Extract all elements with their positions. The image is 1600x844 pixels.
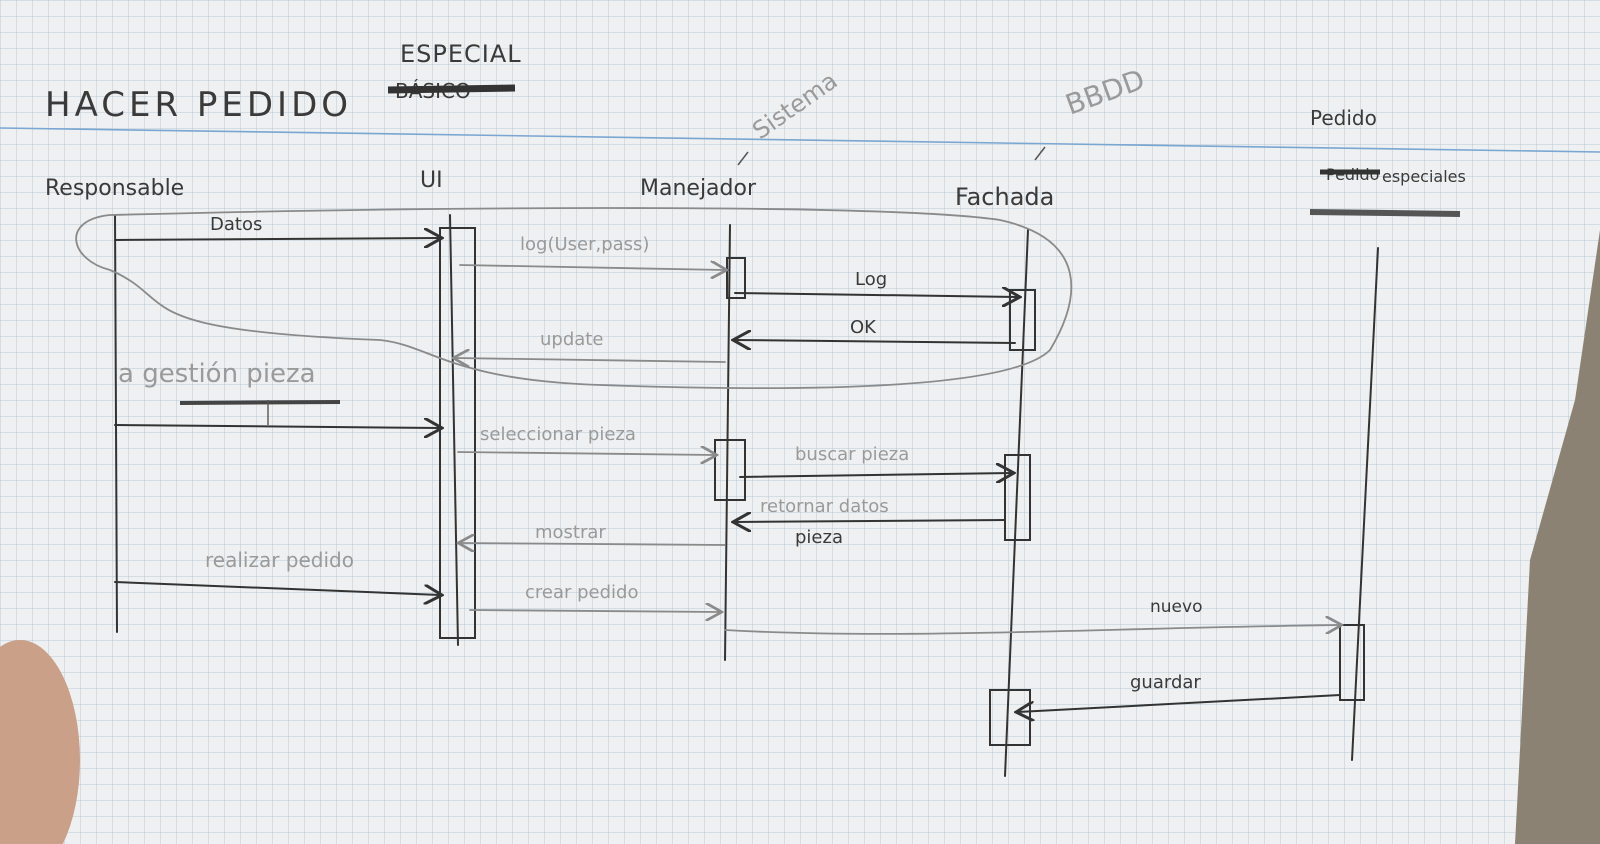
msg-nuevo-label: nuevo bbox=[1150, 597, 1202, 617]
msg-buscar-pieza-label: buscar pieza bbox=[795, 444, 909, 465]
lifeline-ui-line bbox=[449, 214, 459, 646]
title-variant: ESPECIAL bbox=[400, 40, 522, 68]
msg-retornar-pieza-label: pieza bbox=[795, 527, 843, 548]
msg-gestion-crossed bbox=[179, 400, 341, 425]
lifeline-pedido: Pedido bbox=[1310, 106, 1377, 130]
msg-log-userpass-label: log(User,pass) bbox=[520, 234, 649, 255]
msg-selecciona-pieza-arrow bbox=[457, 452, 715, 455]
lifeline-ui: UI bbox=[420, 168, 443, 193]
msg-guardar-label: guardar bbox=[1130, 672, 1201, 693]
diagram-title: HACER PEDIDO bbox=[45, 85, 352, 125]
msg-nuevo-arrow bbox=[724, 625, 1340, 635]
messages: Datos log(User,pass) Log OK update a ges… bbox=[114, 214, 1341, 712]
svg-text:especiales: especiales bbox=[1382, 167, 1466, 186]
msg-log-userpass-arrow bbox=[459, 265, 725, 270]
msg-mostrar-arrow bbox=[460, 543, 726, 545]
msg-mostrar-label: mostrar bbox=[535, 522, 606, 543]
msg-ok-label: OK bbox=[850, 317, 877, 338]
stereotype-mark bbox=[1034, 146, 1046, 161]
msg-buscar-pieza-arrow bbox=[739, 473, 1012, 477]
title-crossed: BÁSICO bbox=[387, 79, 516, 103]
login-fragment-outline bbox=[75, 207, 1073, 390]
msg-ok-arrow bbox=[735, 340, 1016, 343]
msg-datos-label: Datos bbox=[210, 214, 262, 235]
msg-retornar-datos-label: retornar datos bbox=[760, 496, 889, 517]
msg-crear-pedido-arrow bbox=[469, 610, 720, 612]
lifeline-pedido-sub: Pedido especiales bbox=[1309, 165, 1466, 217]
lifeline-fachada: Fachada bbox=[955, 183, 1054, 211]
activation-fachada-2 bbox=[1004, 454, 1031, 541]
msg-update-label: update bbox=[540, 329, 603, 350]
activation-manejador-2 bbox=[714, 439, 746, 501]
activation-fachada-1 bbox=[1009, 289, 1036, 351]
msg-update-arrow bbox=[455, 358, 726, 362]
msg-log-label: Log bbox=[855, 269, 887, 290]
hand-shadow bbox=[0, 640, 80, 844]
lifeline-labels: Responsable UI Manejador Fachada Pedido … bbox=[45, 106, 1466, 217]
msg-crear-pedido-label: crear pedido bbox=[525, 582, 639, 603]
msg-log-arrow bbox=[734, 293, 1018, 297]
lifeline-manejador: Manejador bbox=[640, 176, 757, 201]
msg-selecciona-pieza-label: seleccionar pieza bbox=[480, 424, 636, 445]
lifeline-fachada-line bbox=[1004, 229, 1029, 777]
msg-guardar-arrow bbox=[1018, 694, 1341, 712]
msg-realizar-pedido-label: realizar pedido bbox=[205, 548, 354, 572]
stereotype-mark bbox=[737, 151, 749, 166]
msg-datos-arrow bbox=[114, 238, 440, 240]
msg-retornar-datos-arrow bbox=[735, 520, 1006, 522]
msg-gestion-pieza-arrow bbox=[114, 425, 440, 428]
lifeline-responsable: Responsable bbox=[45, 176, 184, 201]
lifeline-responsable-line bbox=[114, 214, 118, 633]
activation-pedido bbox=[1339, 624, 1365, 701]
msg-gestion-pieza-label: a gestión pieza bbox=[118, 359, 316, 389]
msg-realizar-pedido-arrow bbox=[114, 581, 440, 595]
paper-margin-line bbox=[0, 127, 1600, 153]
lifeline-pedido-line bbox=[1351, 247, 1379, 761]
